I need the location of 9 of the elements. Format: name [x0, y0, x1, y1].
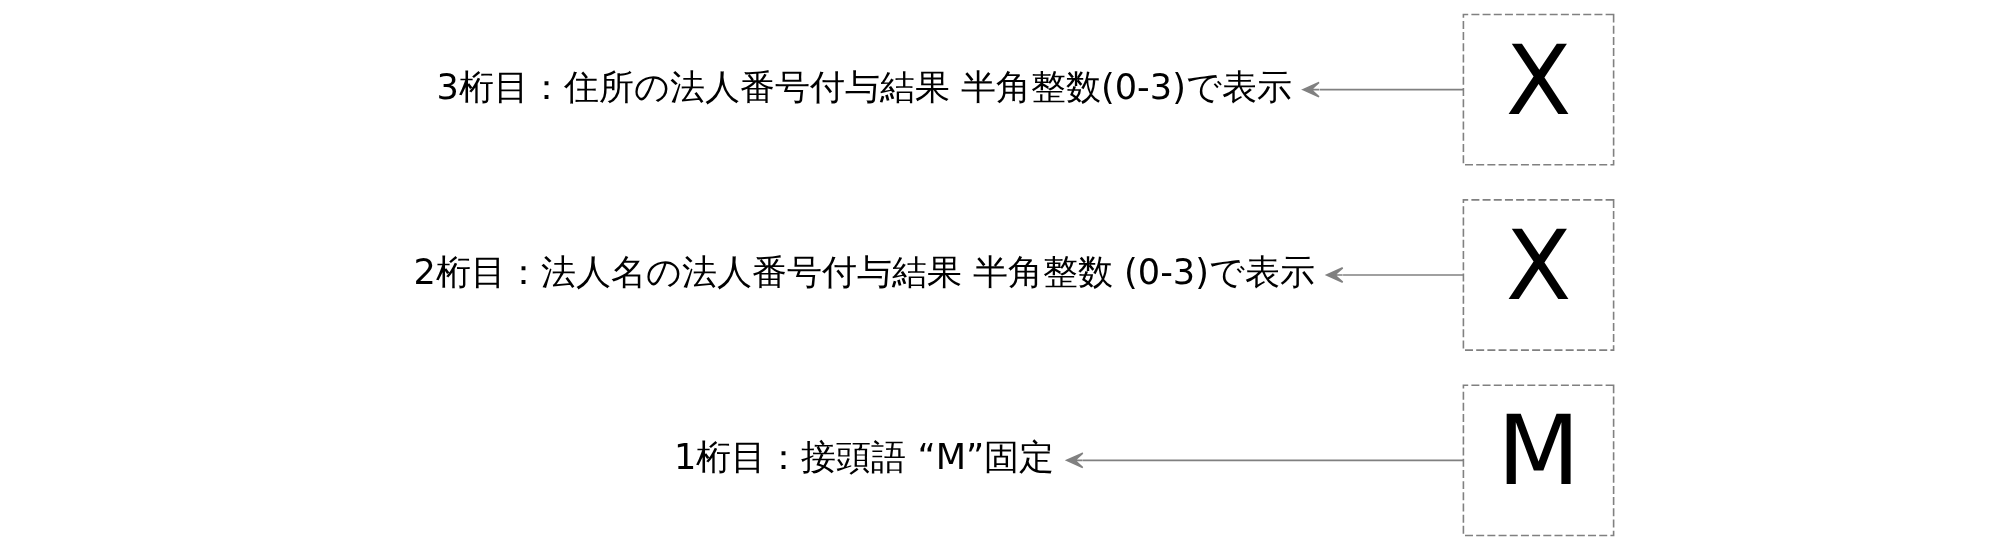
node-text: 1桁目：接頭語 “M”固定 — [673, 436, 1054, 478]
node-box: M — [1462, 384, 1614, 537]
node-box: X — [1462, 199, 1614, 351]
arrow — [1325, 267, 1464, 283]
node-text: 2桁目：法人名の法人番号付与結果 半角整数 (0-3)で表示 — [412, 250, 1315, 292]
arrow — [1065, 452, 1464, 469]
node-text: 3桁目：住所の法人番号付与結果 半角整数(0-3)で表示 — [436, 65, 1292, 107]
arrow — [1301, 81, 1464, 98]
node-box: X — [1462, 13, 1614, 166]
